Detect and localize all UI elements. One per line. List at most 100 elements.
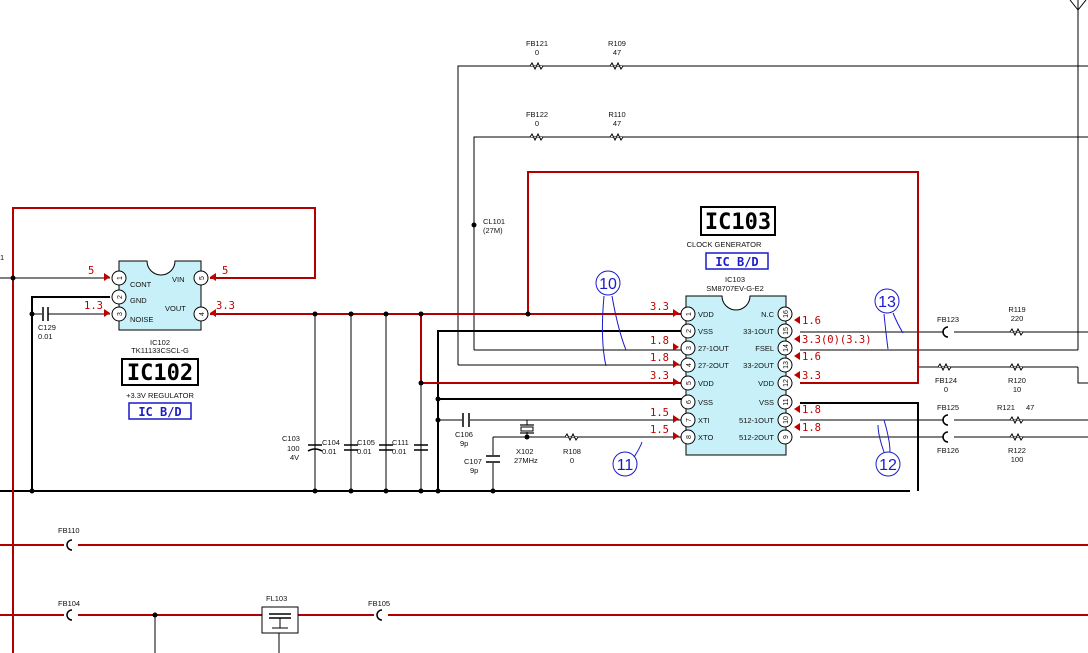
svg-text:FB104: FB104: [58, 599, 80, 608]
ic103-pin-num: 10: [783, 416, 790, 424]
svg-text:FB125: FB125: [937, 403, 959, 412]
svg-text:10: 10: [599, 276, 617, 293]
red-wires: [0, 171, 1088, 653]
svg-text:CLOCK GENERATOR: CLOCK GENERATOR: [687, 240, 762, 249]
ic103-pin-voltage: 3.3: [802, 370, 821, 382]
ic103-pin-11: [777, 394, 793, 410]
svg-text:IC102: IC102: [150, 338, 170, 347]
ic103-pin-voltage: 1.6: [802, 351, 821, 363]
svg-text:3.3: 3.3: [216, 300, 235, 312]
ic103-pin-name: VDD: [698, 379, 714, 388]
ic103-pin-name: 27-1OUT: [698, 344, 729, 353]
ic103-pin-name: 512-2OUT: [739, 433, 774, 442]
svg-text:R121: R121: [997, 403, 1015, 412]
svg-text:NOISE: NOISE: [130, 315, 153, 324]
svg-text:0: 0: [535, 119, 539, 128]
svg-text:10: 10: [1013, 385, 1021, 394]
voltage-arrow: [673, 360, 679, 368]
svg-text:47: 47: [1026, 403, 1034, 412]
svg-text:IC B/D: IC B/D: [715, 255, 758, 269]
svg-text:R119: R119: [1008, 305, 1025, 314]
ic103-pin-voltage: 1.8: [802, 422, 821, 434]
svg-text:4V: 4V: [290, 453, 299, 462]
svg-text:12: 12: [879, 457, 897, 474]
svg-text:47: 47: [613, 48, 621, 57]
ic103-pin-5: [680, 375, 696, 391]
ic103-pin-voltage: 1.5: [650, 424, 669, 436]
svg-text:C103: C103: [282, 434, 300, 443]
voltage-arrow: [794, 316, 800, 324]
ic103-pin-7: [680, 412, 696, 428]
ic103-pin-voltage: 3.3: [650, 301, 669, 313]
ic103-pin-num: 2: [686, 329, 693, 333]
voltage-arrow: [673, 415, 679, 423]
ic103-pin-name: XTI: [698, 416, 710, 425]
ic103-pin-1: [680, 306, 696, 322]
ic103-pin-name: VSS: [759, 398, 774, 407]
svg-text:C111: C111: [392, 438, 409, 447]
svg-text:C105: C105: [357, 438, 375, 447]
svg-text:FL103: FL103: [266, 594, 287, 603]
svg-text:9p: 9p: [460, 439, 468, 448]
svg-text:IC103: IC103: [725, 275, 745, 284]
svg-text:4: 4: [199, 312, 206, 316]
svg-text:27MHz: 27MHz: [514, 456, 538, 465]
bottom-components: FB110 FB104 FL103 FB105: [58, 526, 390, 634]
svg-text:0: 0: [535, 48, 539, 57]
ic103-pin-num: 7: [686, 418, 693, 422]
ic103-pin-voltage: 1.5: [650, 407, 669, 419]
svg-text:FB105: FB105: [368, 599, 390, 608]
svg-text:3: 3: [117, 312, 124, 316]
svg-text:TK11133CSCL-G: TK11133CSCL-G: [131, 346, 189, 355]
svg-text:0: 0: [944, 385, 948, 394]
ic103-pin-name: 33-2OUT: [743, 361, 774, 370]
svg-text:X102: X102: [516, 447, 534, 456]
svg-text:0.01: 0.01: [357, 447, 372, 456]
ic103-pin-6: [680, 394, 696, 410]
ic103-pin-name: 27-2OUT: [698, 361, 729, 370]
svg-text:0.01: 0.01: [322, 447, 337, 456]
svg-text:R108: R108: [563, 447, 581, 456]
svg-text:FB124: FB124: [935, 376, 957, 385]
svg-text:+3.3V REGULATOR: +3.3V REGULATOR: [126, 391, 194, 400]
ic103-pin-num: 5: [686, 381, 693, 385]
ic103-pin-num: 12: [783, 379, 790, 387]
ic103-pin-name: VSS: [698, 327, 713, 336]
voltage-arrow: [673, 432, 679, 440]
ic103-pin-voltage: 3.3(0)(3.3): [802, 334, 872, 346]
ic103-pin-name: VDD: [758, 379, 774, 388]
c129: C129 0.01: [38, 307, 56, 341]
ic103-pin-name: XTO: [698, 433, 713, 442]
callouts: [595, 270, 904, 477]
svg-text:IC B/D: IC B/D: [138, 405, 181, 419]
r109: R109 47: [608, 39, 626, 71]
voltage-arrow: [794, 352, 800, 360]
ic102: 1 2 3 4 5 CONT GND NOISE VOUT VIN 5 1.3 …: [84, 260, 235, 420]
ic103-pin-14: [777, 340, 793, 356]
svg-text:FB121: FB121: [526, 39, 548, 48]
ic103-pin-num: 14: [783, 344, 790, 352]
ic103-pin-name: VDD: [698, 310, 714, 319]
fb121: FB121 0: [526, 39, 548, 71]
svg-text:0.01: 0.01: [392, 447, 407, 456]
svg-text:R120: R120: [1008, 376, 1026, 385]
svg-text:220: 220: [1011, 314, 1024, 323]
ic103-pin-num: 16: [783, 310, 790, 318]
junction-dots: [10, 222, 531, 618]
svg-text:13: 13: [878, 294, 896, 311]
svg-text:FB123: FB123: [937, 315, 959, 324]
ic103-pin-2: [680, 323, 696, 339]
svg-text:R110: R110: [608, 110, 625, 119]
svg-text:C107: C107: [464, 457, 482, 466]
cap-labels: C103 100 4V C104 0.01 C105 0.01 C111 0.0…: [282, 434, 409, 462]
svg-text:FB110: FB110: [58, 526, 80, 535]
svg-text:VIN: VIN: [172, 275, 185, 284]
svg-text:(27M): (27M): [483, 226, 503, 235]
ic103-pin-4: [680, 357, 696, 373]
ic103-pin-voltage: 1.6: [802, 315, 821, 327]
ic103-pin-9: [777, 429, 793, 445]
ic103-pin-voltage: 3.3: [650, 370, 669, 382]
svg-text:FB126: FB126: [937, 446, 959, 455]
ic103-pin-name: VSS: [698, 398, 713, 407]
